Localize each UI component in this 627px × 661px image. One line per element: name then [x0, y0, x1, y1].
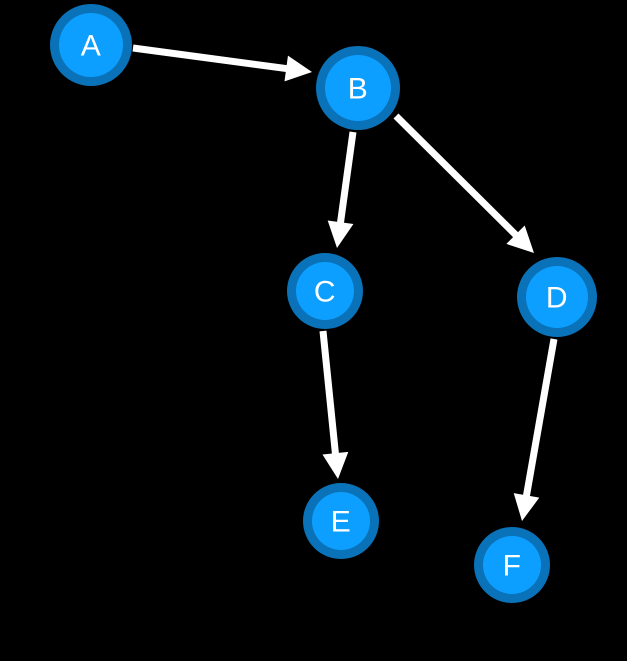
- edge-c-e: [319, 330, 349, 479]
- edge-line: [393, 113, 521, 240]
- arrowhead-icon: [513, 493, 540, 521]
- node-a[interactable]: A: [50, 4, 132, 86]
- edge-b-d: [393, 113, 534, 253]
- node-core: [59, 13, 123, 77]
- arrowhead-icon: [322, 451, 349, 479]
- node-c[interactable]: C: [287, 253, 363, 329]
- arrowhead-icon: [327, 220, 354, 248]
- node-f[interactable]: F: [474, 527, 550, 603]
- node-label: D: [546, 282, 568, 315]
- edge-line: [336, 131, 357, 227]
- node-b[interactable]: B: [316, 46, 400, 130]
- node-core: [483, 536, 541, 594]
- edge-line: [522, 338, 558, 500]
- node-core: [325, 55, 391, 121]
- edges-layer: [132, 44, 558, 521]
- edge-a-b: [132, 44, 312, 82]
- edge-line: [132, 44, 291, 73]
- node-label: A: [81, 30, 102, 63]
- node-label: C: [314, 276, 336, 309]
- arrowhead-icon: [506, 225, 534, 253]
- arrowhead-icon: [284, 55, 312, 82]
- node-label: E: [331, 506, 352, 539]
- node-label: F: [503, 550, 522, 583]
- node-core: [296, 262, 354, 320]
- node-core: [526, 266, 588, 328]
- edge-d-f: [513, 338, 558, 521]
- node-d[interactable]: D: [517, 257, 597, 337]
- node-label: B: [348, 73, 369, 106]
- node-e[interactable]: E: [303, 483, 379, 559]
- edge-line: [319, 330, 340, 458]
- node-core: [312, 492, 370, 550]
- edge-b-c: [327, 131, 357, 248]
- nodes-layer: A B C D E F: [50, 4, 597, 603]
